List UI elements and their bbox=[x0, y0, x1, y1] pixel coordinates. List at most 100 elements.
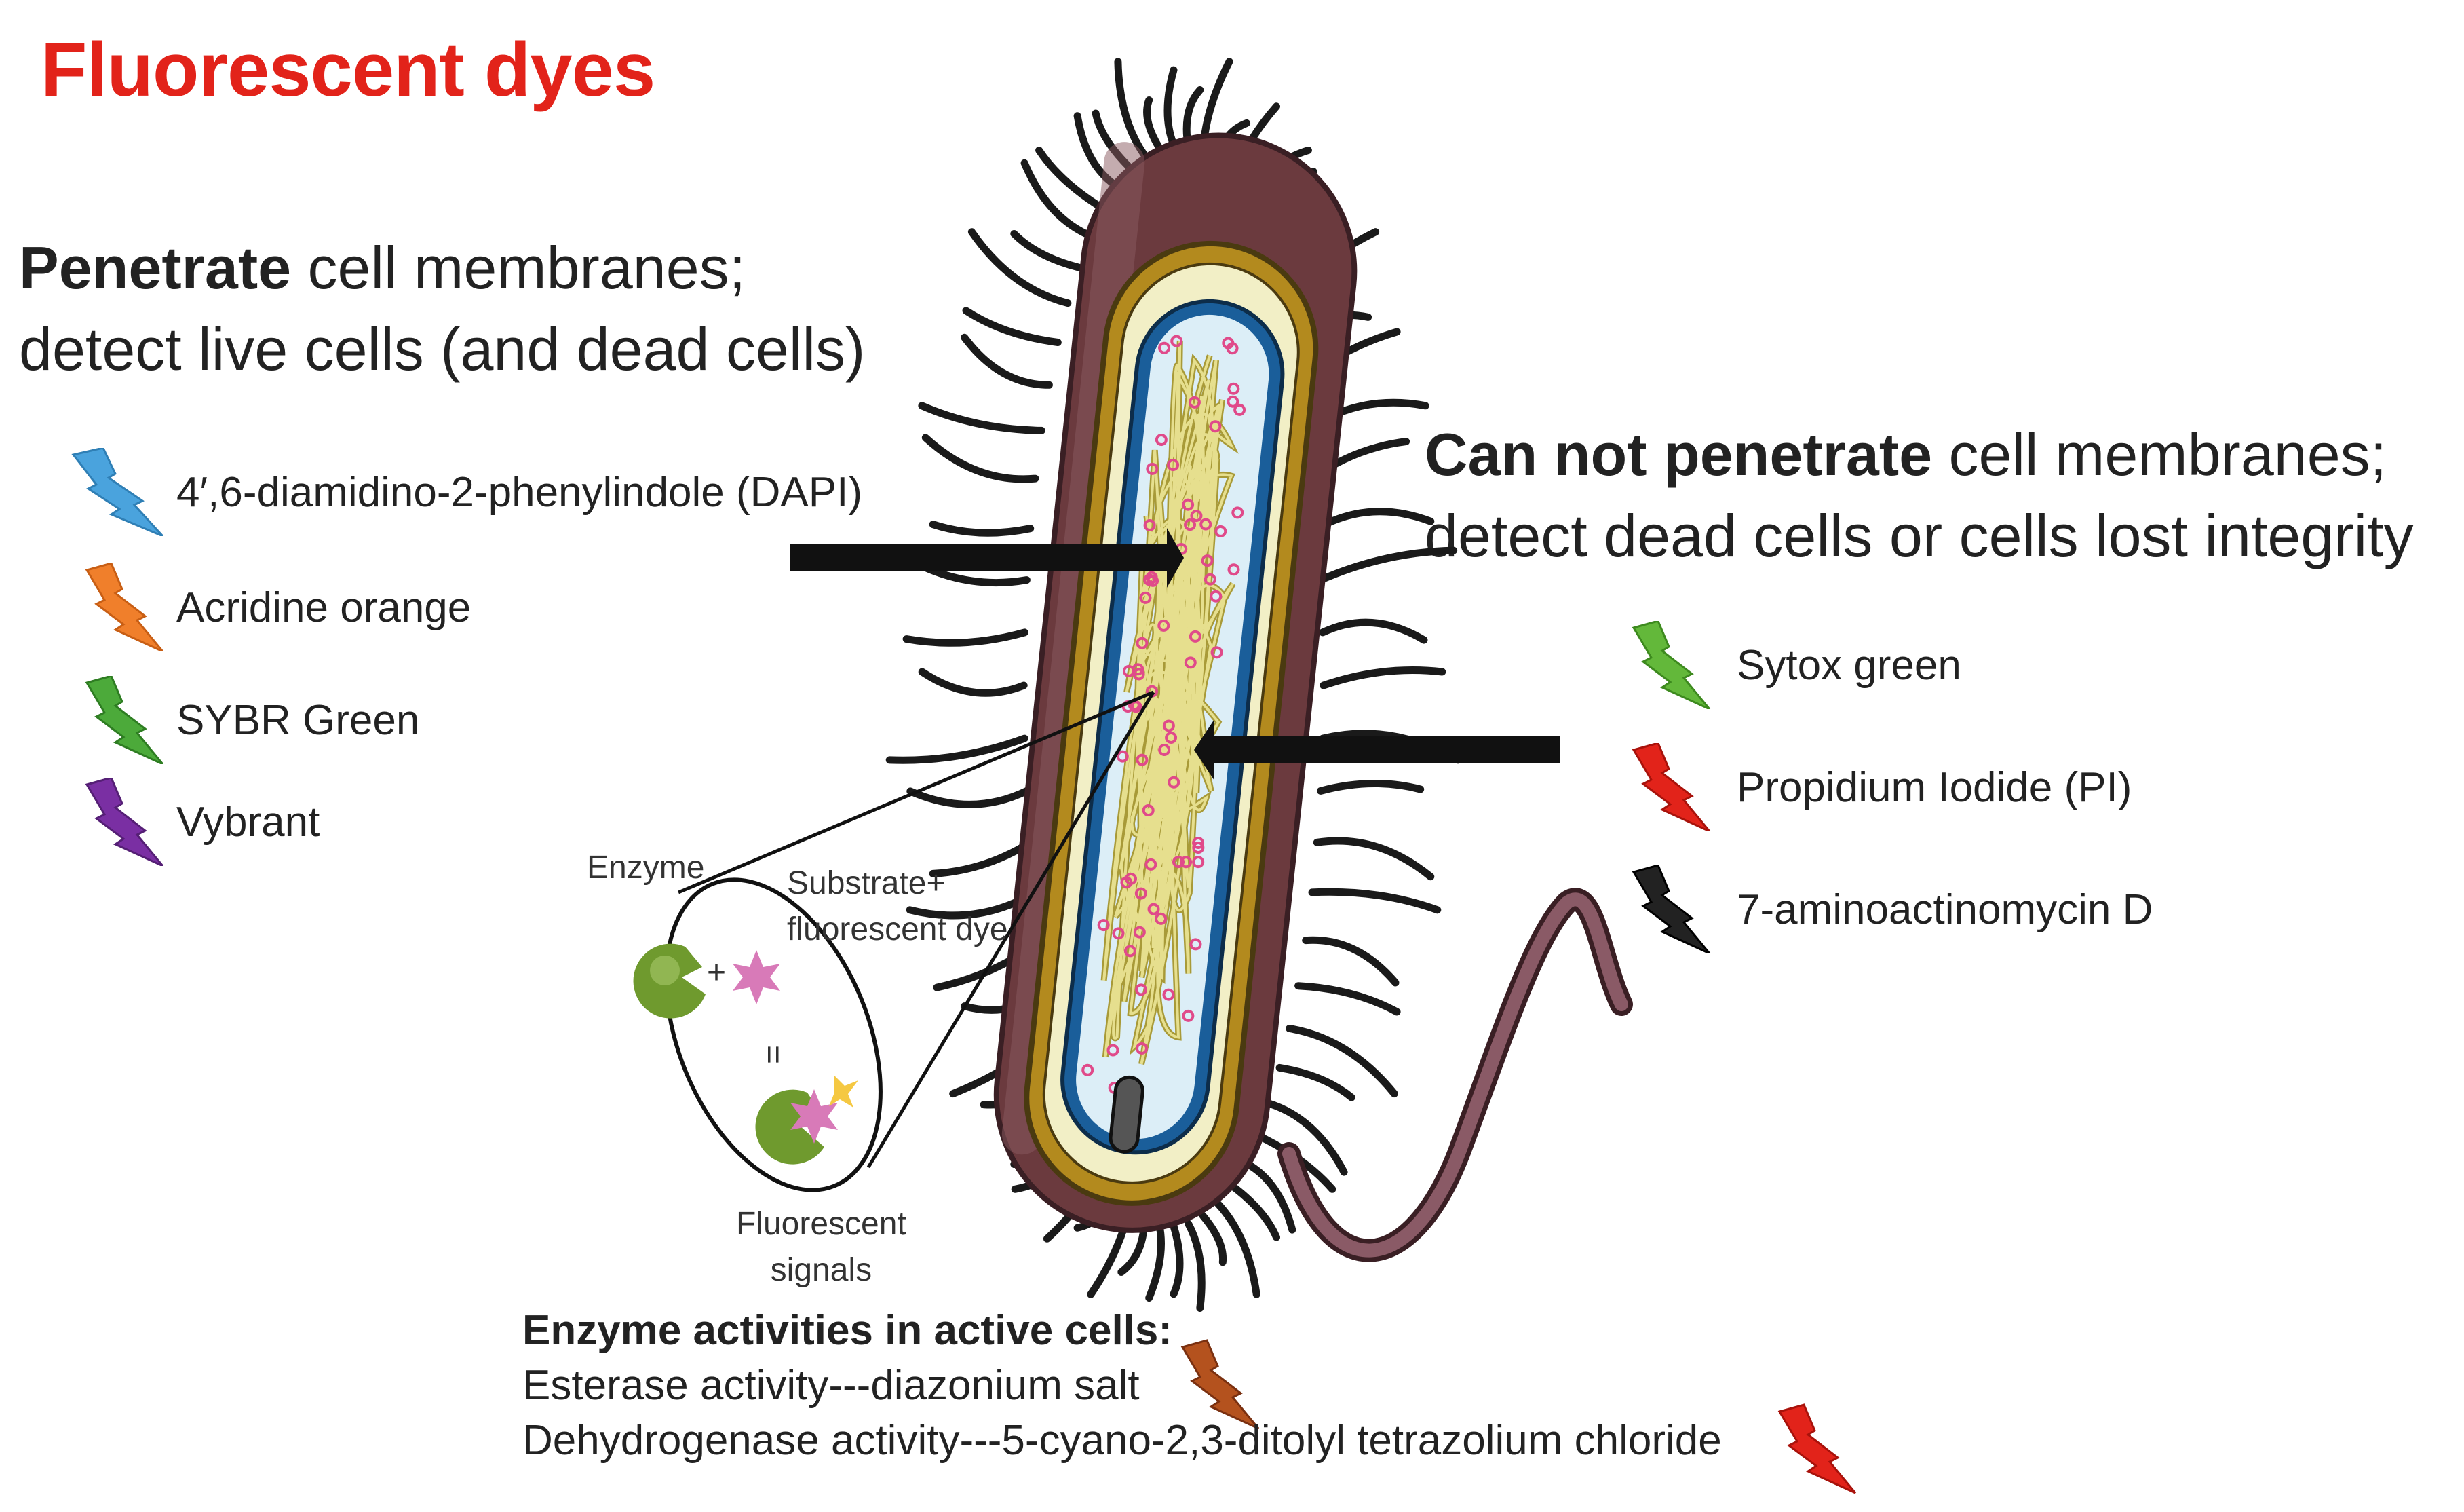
ribosome bbox=[1170, 335, 1183, 347]
pilus bbox=[1302, 936, 1400, 987]
substrate-dye-icon bbox=[733, 950, 780, 1004]
ribosome bbox=[1144, 858, 1157, 871]
lightning-bolt-icon bbox=[1632, 743, 1711, 831]
pilus bbox=[1240, 1158, 1296, 1234]
ribosome bbox=[1233, 403, 1246, 416]
lightning-bolt-shape bbox=[1632, 865, 1711, 953]
fluorescent-signal-icon bbox=[790, 1089, 838, 1144]
pilus bbox=[1319, 618, 1428, 644]
pilus bbox=[1317, 546, 1458, 584]
non-penetrate-heading-rest: cell membranes; bbox=[1932, 421, 2387, 488]
ribosome bbox=[1135, 983, 1148, 996]
ribosome bbox=[1143, 518, 1156, 531]
ribosome bbox=[1190, 510, 1203, 523]
ribosome bbox=[1106, 1044, 1119, 1057]
dehydrogenase-bolt-icon bbox=[1777, 1403, 1857, 1494]
ribosome bbox=[1189, 938, 1202, 951]
lightning-bolt-icon bbox=[71, 448, 163, 536]
ribosome bbox=[1123, 945, 1136, 958]
dye-item-dapi: 4′,6-diamidino-2-phenylindole (DAPI) bbox=[68, 448, 862, 536]
ribosome bbox=[1162, 988, 1175, 1001]
ribosome bbox=[1155, 434, 1168, 447]
ribosome bbox=[1157, 619, 1170, 632]
ribosome bbox=[1134, 887, 1147, 900]
non-penetrate-heading-line2: detect dead cells or cells lost integrit… bbox=[1425, 502, 2414, 569]
ribosome bbox=[1139, 591, 1152, 604]
cell-pole-granule bbox=[1109, 1075, 1144, 1154]
ribosome bbox=[1146, 462, 1159, 475]
ribosome bbox=[1142, 804, 1155, 817]
pilus bbox=[1317, 779, 1425, 795]
dye-label: Sytox green bbox=[1737, 641, 1961, 689]
non-penetrating-dye-list: Sytox green Propidium Iodide (PI) 7-amin… bbox=[1628, 621, 2153, 953]
ribosome bbox=[1165, 731, 1178, 744]
ribosome bbox=[1136, 637, 1149, 649]
arrow-shaft bbox=[790, 544, 1170, 571]
pilus bbox=[962, 307, 1062, 346]
lightning-bolt-shape bbox=[1632, 621, 1711, 709]
flagellum bbox=[1277, 888, 1633, 1262]
ribosome bbox=[1210, 590, 1223, 603]
penetrating-arrow bbox=[790, 528, 1184, 588]
ribosome bbox=[1158, 744, 1171, 757]
ribosome bbox=[1135, 1042, 1148, 1055]
lightning-bolt-shape bbox=[85, 676, 163, 764]
penetrate-heading-line2: detect live cells (and dead cells) bbox=[19, 316, 866, 383]
pilus bbox=[1199, 1212, 1227, 1266]
equals-sign: = bbox=[755, 1044, 792, 1065]
dye-label: Propidium Iodide (PI) bbox=[1737, 763, 2132, 811]
arrow-head bbox=[1167, 528, 1184, 588]
ribosome bbox=[1204, 573, 1216, 586]
ribosome bbox=[1192, 856, 1205, 869]
pilus bbox=[1275, 1063, 1355, 1101]
ribosome bbox=[1189, 630, 1201, 643]
pilus bbox=[1227, 1181, 1280, 1241]
ribosome bbox=[1172, 856, 1185, 869]
substrate-label-line1: Substrate+ bbox=[787, 865, 946, 901]
ribosome bbox=[1231, 506, 1244, 519]
esterase-bolt-icon bbox=[1180, 1339, 1260, 1430]
ribosome bbox=[1155, 912, 1168, 925]
pilus bbox=[1213, 1199, 1260, 1298]
ribosome bbox=[1097, 919, 1110, 932]
pilus bbox=[929, 521, 1035, 537]
penetrating-dye-list: 4′,6-diamidino-2-phenylindole (DAPI) Acr… bbox=[68, 448, 862, 866]
dye-label: 4′,6-diamidino-2-phenylindole (DAPI) bbox=[176, 468, 863, 516]
lightning-bolt-shape bbox=[1632, 743, 1711, 831]
ribosome bbox=[1227, 382, 1240, 395]
pilus bbox=[902, 628, 1028, 647]
non-penetrate-heading-bold: Can not penetrate bbox=[1425, 421, 1933, 488]
ribosome bbox=[1182, 498, 1195, 511]
glow-spark-icon bbox=[829, 1076, 858, 1108]
pilus bbox=[1294, 982, 1401, 1016]
signals-label-line1: Fluorescent bbox=[736, 1206, 906, 1242]
pilus bbox=[1320, 666, 1446, 689]
pilus bbox=[1035, 147, 1107, 212]
penetrate-heading-bold: Penetrate bbox=[19, 234, 292, 301]
ribosome bbox=[1081, 1063, 1094, 1076]
dye-item-acridine-orange: Acridine orange bbox=[68, 563, 862, 651]
substrate-label: Substrate+ fluorescent dye bbox=[787, 861, 1008, 953]
signals-label-line2: signals bbox=[770, 1252, 872, 1288]
ribosome bbox=[1227, 395, 1239, 408]
ribosome bbox=[1158, 341, 1171, 354]
ribosome bbox=[1184, 656, 1197, 669]
pilus bbox=[918, 668, 1028, 697]
ribosome bbox=[1192, 842, 1205, 854]
ribosome bbox=[1192, 836, 1205, 849]
pilus bbox=[967, 228, 1072, 307]
pilus bbox=[921, 434, 1039, 483]
ribosome bbox=[1199, 518, 1212, 531]
flagellum-highlight bbox=[1282, 892, 1628, 1258]
ribosome bbox=[1184, 518, 1197, 531]
enzyme-activities-section: Enzyme activities in active cells: Ester… bbox=[522, 1306, 1722, 1464]
dye-label: Vybrant bbox=[176, 798, 320, 846]
dehydrogenase-line: Dehydrogenase activity---5-cyano-2,3-dit… bbox=[522, 1417, 1722, 1464]
dye-item-sytox-green: Sytox green bbox=[1628, 621, 2153, 709]
arrow-head bbox=[1194, 719, 1214, 780]
pilus bbox=[1313, 837, 1435, 881]
dye-item-vybrant: Vybrant bbox=[68, 778, 862, 866]
pilus bbox=[1010, 230, 1083, 271]
ribosome bbox=[1168, 776, 1180, 789]
